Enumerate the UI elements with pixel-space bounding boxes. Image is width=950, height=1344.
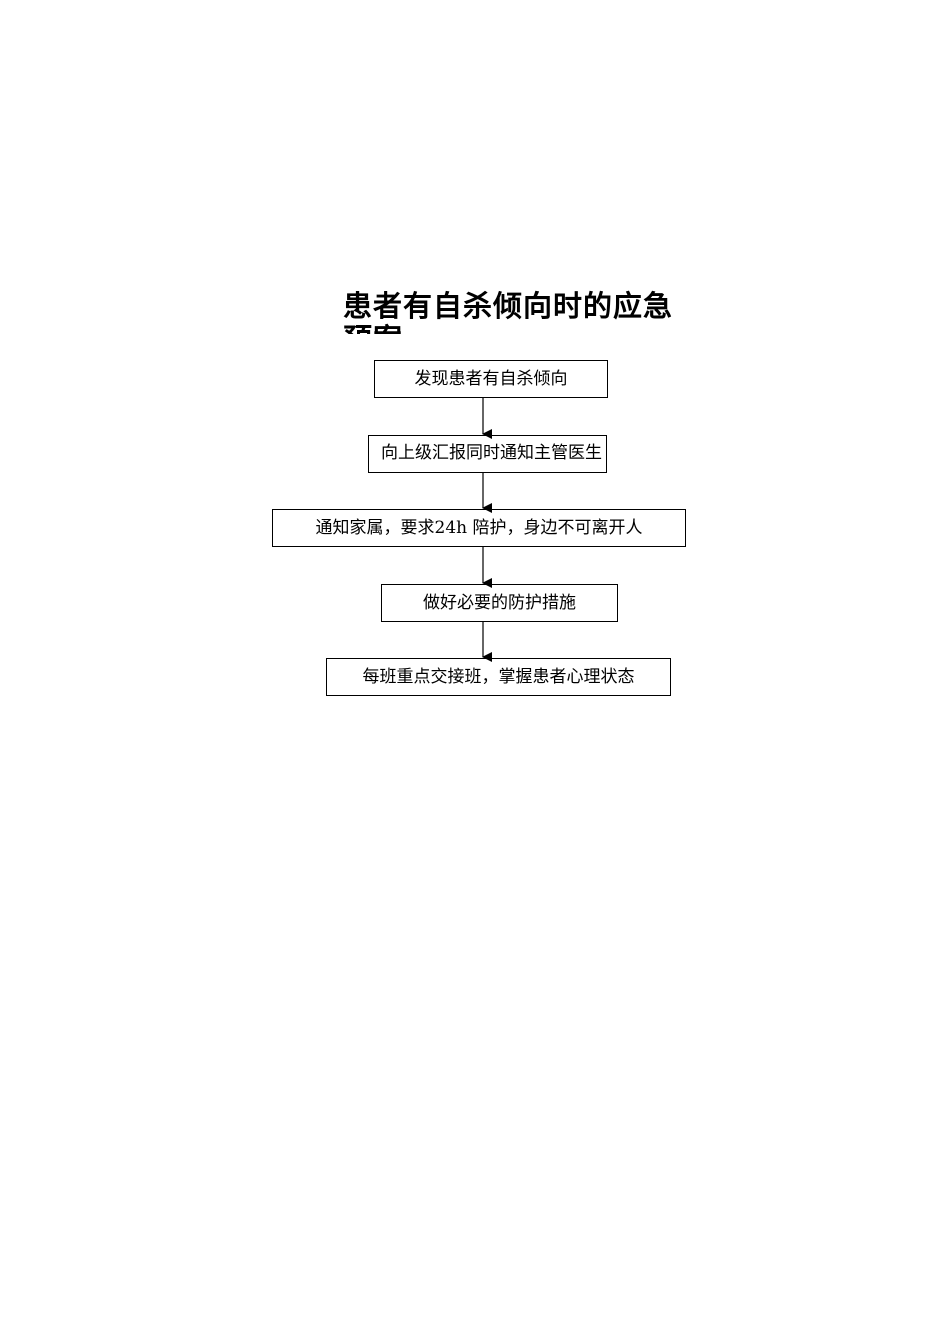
step-box-notify-family: 通知家属，要求24h 陪护，身边不可离开人 bbox=[272, 509, 686, 547]
step-label-discover: 发现患者有自杀倾向 bbox=[414, 369, 568, 389]
flowchart-title-container: 患者有自杀倾向时的应急预案 bbox=[343, 290, 673, 334]
step-label-handover: 每班重点交接班，掌握患者心理状态 bbox=[362, 667, 635, 687]
step-label-report: 向上级汇报同时通知主管医生 bbox=[381, 443, 602, 463]
step-box-report: 向上级汇报同时通知主管医生 bbox=[368, 435, 607, 473]
step-box-protection: 做好必要的防护措施 bbox=[381, 584, 618, 622]
flowchart-title: 患者有自杀倾向时的应急预案 bbox=[343, 290, 673, 334]
step-box-discover: 发现患者有自杀倾向 bbox=[374, 360, 608, 398]
step-label-protection: 做好必要的防护措施 bbox=[423, 593, 576, 613]
step-label-notify-family: 通知家属，要求24h 陪护，身边不可离开人 bbox=[315, 518, 643, 538]
step-box-handover: 每班重点交接班，掌握患者心理状态 bbox=[326, 658, 671, 696]
